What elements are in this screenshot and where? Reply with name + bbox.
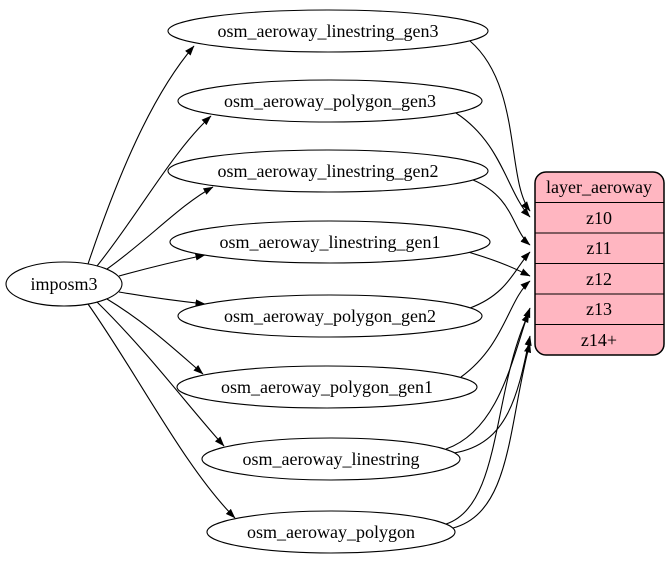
table-label: osm_aeroway_linestring_gen3 (218, 21, 439, 41)
table-label: osm_aeroway_linestring_gen1 (220, 232, 441, 252)
node-osm-aeroway-polygon-gen2: osm_aeroway_polygon_gen2 (177, 294, 483, 338)
table-label: osm_aeroway_polygon_gen3 (224, 91, 436, 111)
edge-imposm3-to-osm-aeroway-polygon (87, 303, 236, 519)
zoom-row-z10: z10 (586, 208, 612, 228)
edge-osm-aeroway-polygon-gen2-to-z11 (469, 251, 531, 309)
edges-from-source (87, 45, 236, 519)
table-ellipse-shape (177, 294, 483, 338)
table-ellipse-shape (206, 510, 456, 554)
node-osm-aeroway-linestring-gen2: osm_aeroway_linestring_gen2 (167, 149, 489, 193)
table-label: osm_aeroway_linestring (243, 449, 420, 469)
edge-imposm3-to-osm-aeroway-linestring-gen3 (87, 45, 195, 265)
table-label: osm_aeroway_linestring_gen2 (218, 161, 439, 181)
imposm3-label: imposm3 (30, 274, 97, 294)
table-ellipse-shape (167, 149, 489, 193)
edge-imposm3-to-osm-aeroway-linestring-gen1 (118, 253, 206, 277)
table-ellipse-shape (177, 79, 483, 123)
table-ellipse-shape (201, 437, 461, 481)
table-ellipse-shape (169, 220, 491, 264)
node-osm-aeroway-polygon: osm_aeroway_polygon (206, 510, 456, 554)
node-osm-aeroway-linestring-gen1: osm_aeroway_linestring_gen1 (169, 220, 491, 264)
zoom-row-z13: z13 (586, 299, 612, 319)
edge-osm-aeroway-linestring-gen3-to-z10 (469, 40, 531, 212)
edge-osm-aeroway-polygon-to-z14 (452, 342, 531, 529)
edge-osm-aeroway-polygon-gen1-to-z12 (460, 280, 531, 378)
table-ellipse-shape (167, 9, 489, 53)
node-osm-aeroway-linestring-gen3: osm_aeroway_linestring_gen3 (167, 9, 489, 53)
node-layer-aeroway: layer_aeroway z10 z11 z12 z13 z14+ (534, 171, 665, 356)
imposm3-ellipse-shape (5, 261, 123, 307)
edge-imposm3-to-osm-aeroway-polygon-gen3 (96, 115, 212, 267)
zoom-row-z12: z12 (586, 269, 612, 289)
edge-osm-aeroway-linestring-gen2-to-z11 (472, 179, 531, 246)
edge-osm-aeroway-linestring-gen1-to-z12 (467, 251, 531, 277)
edge-osm-aeroway-linestring-to-z14 (453, 335, 532, 454)
edge-osm-aeroway-polygon-gen3-to-z10 (455, 112, 531, 218)
node-osm-aeroway-polygon-gen3: osm_aeroway_polygon_gen3 (177, 79, 483, 123)
zoom-row-z14: z14+ (581, 330, 617, 350)
node-osm-aeroway-linestring: osm_aeroway_linestring (201, 437, 461, 481)
edge-osm-aeroway-linestring-to-z13 (445, 307, 531, 450)
table-label: osm_aeroway_polygon_gen2 (224, 306, 436, 326)
zoom-row-z11: z11 (586, 238, 611, 258)
table-label: osm_aeroway_polygon (247, 522, 415, 542)
node-imposm3: imposm3 (5, 261, 123, 307)
edge-imposm3-to-osm-aeroway-linestring-gen2 (106, 186, 214, 270)
table-ellipse-shape (176, 365, 478, 409)
edge-imposm3-to-osm-aeroway-polygon-gen2 (118, 291, 206, 307)
edge-imposm3-to-osm-aeroway-linestring (96, 301, 225, 447)
node-osm-aeroway-polygon-gen1: osm_aeroway_polygon_gen1 (176, 365, 478, 409)
edge-imposm3-to-osm-aeroway-polygon-gen1 (106, 298, 204, 375)
layer-title: layer_aeroway (546, 177, 652, 197)
table-label: osm_aeroway_polygon_gen1 (221, 377, 433, 397)
edge-osm-aeroway-polygon-to-z13 (445, 312, 530, 525)
edges-to-layer (445, 40, 532, 529)
